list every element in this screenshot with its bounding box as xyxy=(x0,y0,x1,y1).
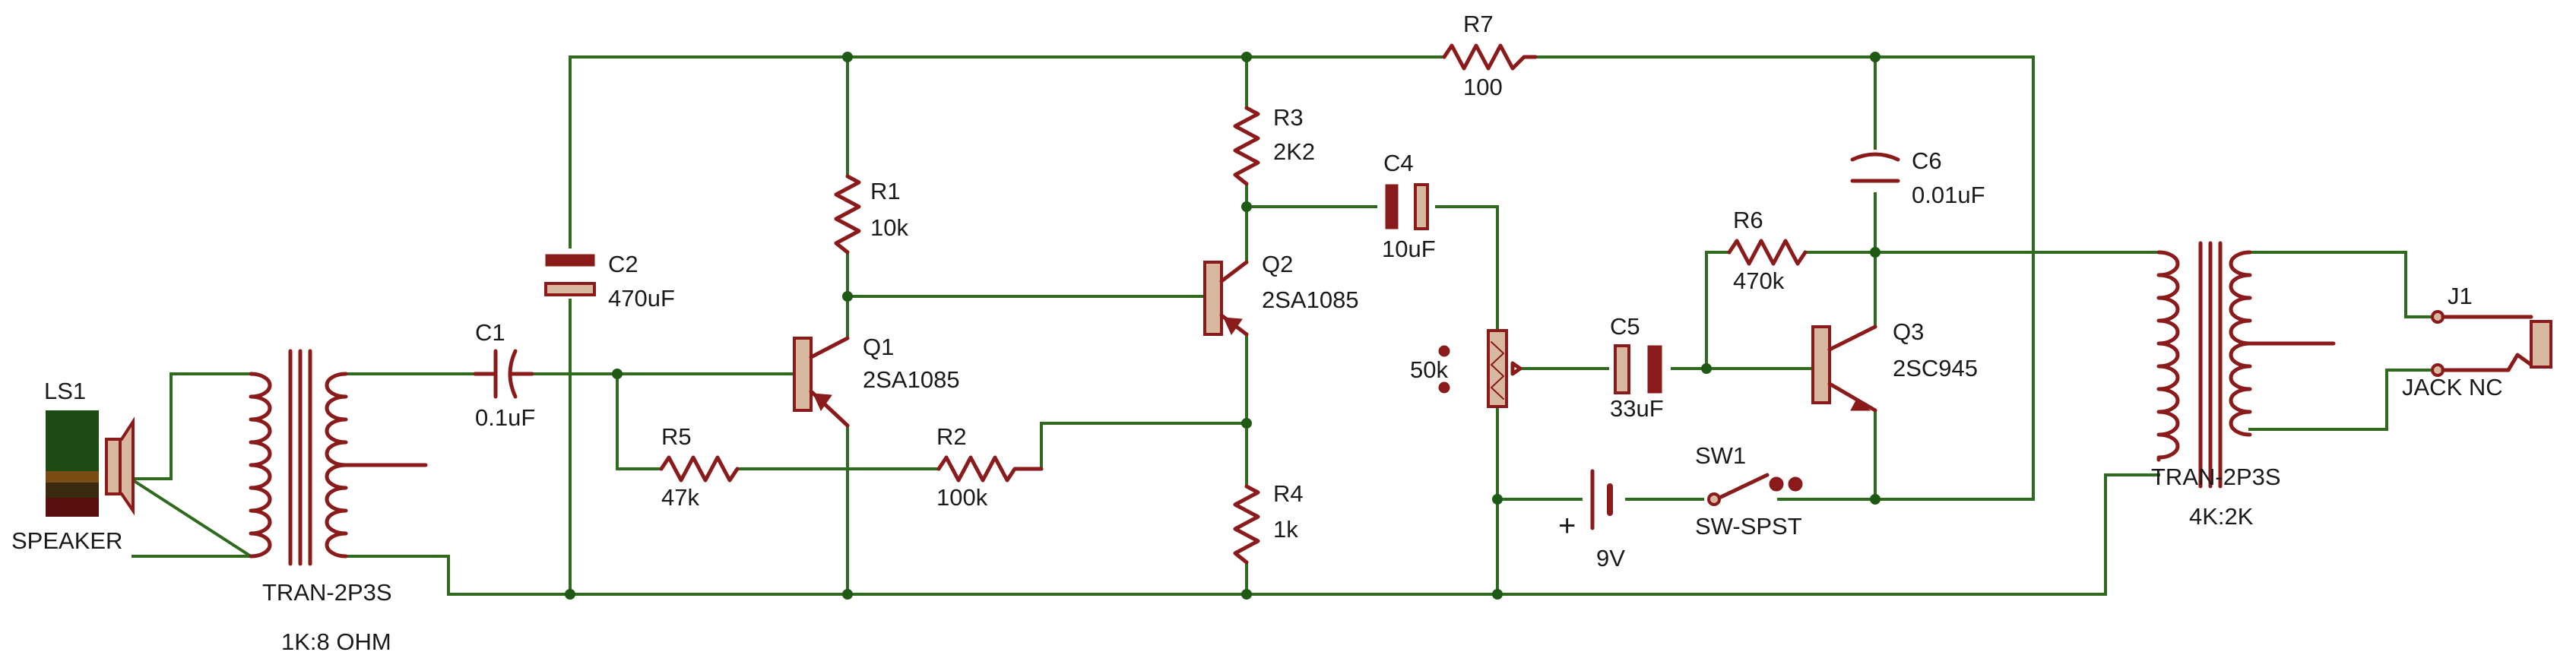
q2-value: 2SA1085 xyxy=(1262,286,1359,313)
r1-ref: R1 xyxy=(870,178,901,204)
potentiometer xyxy=(1438,329,1522,408)
transformer-t2 xyxy=(2156,241,2336,489)
r3-value: 2K2 xyxy=(1273,138,1315,165)
switch-sw1 xyxy=(1707,473,1803,506)
transistor-q3 xyxy=(1811,324,1877,413)
bat-value: 9V xyxy=(1596,545,1625,571)
t1-value: TRAN-2P3S xyxy=(262,579,392,606)
c2-ref: C2 xyxy=(608,251,638,277)
c4-ref: C4 xyxy=(1383,150,1414,176)
ls1-ref: LS1 xyxy=(44,378,86,404)
transistor-q2 xyxy=(1203,260,1249,337)
resistor-r3 xyxy=(1233,106,1260,186)
q2-ref: Q2 xyxy=(1262,251,1293,277)
resistor-r2 xyxy=(936,455,1044,483)
capacitor-c6 xyxy=(1850,152,1900,183)
bat-polarity: + xyxy=(1558,509,1576,543)
sw1-ref: SW1 xyxy=(1695,442,1746,469)
resistor-r6 xyxy=(1727,239,1808,266)
t1-ratio: 1K:8 OHM xyxy=(281,628,391,655)
capacitor-c1 xyxy=(473,349,534,399)
q1-ref: Q1 xyxy=(863,334,894,360)
r3-ref: R3 xyxy=(1273,104,1304,131)
q3-ref: Q3 xyxy=(1893,318,1924,345)
c4-value: 10uF xyxy=(1382,236,1436,262)
r2-value: 100k xyxy=(936,484,988,511)
resistor-r1 xyxy=(834,174,861,255)
transformer-t1 xyxy=(249,349,428,566)
r7-ref: R7 xyxy=(1463,11,1494,37)
r5-value: 47k xyxy=(661,484,699,511)
c6-value: 0.01uF xyxy=(1912,182,1985,208)
resistor-r5 xyxy=(659,455,740,483)
battery xyxy=(1590,469,1613,530)
c5-value: 33uF xyxy=(1610,395,1664,422)
capacitor-c5 xyxy=(1614,344,1662,394)
q1-value: 2SA1085 xyxy=(863,366,960,393)
c1-value: 0.1uF xyxy=(475,404,535,431)
capacitor-c4 xyxy=(1385,183,1429,230)
t2-ratio: 4K:2K xyxy=(2189,503,2254,530)
j1-value: JACK NC xyxy=(2402,374,2503,400)
r1-value: 10k xyxy=(870,214,908,241)
r6-ref: R6 xyxy=(1733,207,1763,233)
speaker-ls1 xyxy=(46,410,135,517)
r5-ref: R5 xyxy=(661,423,692,450)
j1-ref: J1 xyxy=(2448,283,2473,309)
ls1-value: SPEAKER xyxy=(11,527,122,554)
t2-value: TRAN-2P3S xyxy=(2151,464,2281,490)
wires xyxy=(131,55,2434,596)
pot-value: 50k xyxy=(1410,356,1448,383)
c5-ref: C5 xyxy=(1610,313,1640,340)
r4-ref: R4 xyxy=(1273,480,1304,507)
sw1-value: SW-SPST xyxy=(1695,513,1802,540)
capacitor-c2 xyxy=(544,254,596,296)
c6-ref: C6 xyxy=(1912,147,1942,174)
q3-value: 2SC945 xyxy=(1893,355,1978,381)
c2-value: 470uF xyxy=(608,285,675,312)
c1-ref: C1 xyxy=(475,319,505,346)
r2-ref: R2 xyxy=(936,423,967,450)
resistor-r7 xyxy=(1442,43,1538,71)
junction-dots xyxy=(565,52,1881,600)
resistor-r4 xyxy=(1233,484,1260,565)
transistor-q1 xyxy=(793,336,850,428)
r4-value: 1k xyxy=(1273,516,1298,543)
r6-value: 470k xyxy=(1733,267,1785,294)
jack-j1 xyxy=(2431,310,2552,377)
r7-value: 100 xyxy=(1463,74,1503,100)
